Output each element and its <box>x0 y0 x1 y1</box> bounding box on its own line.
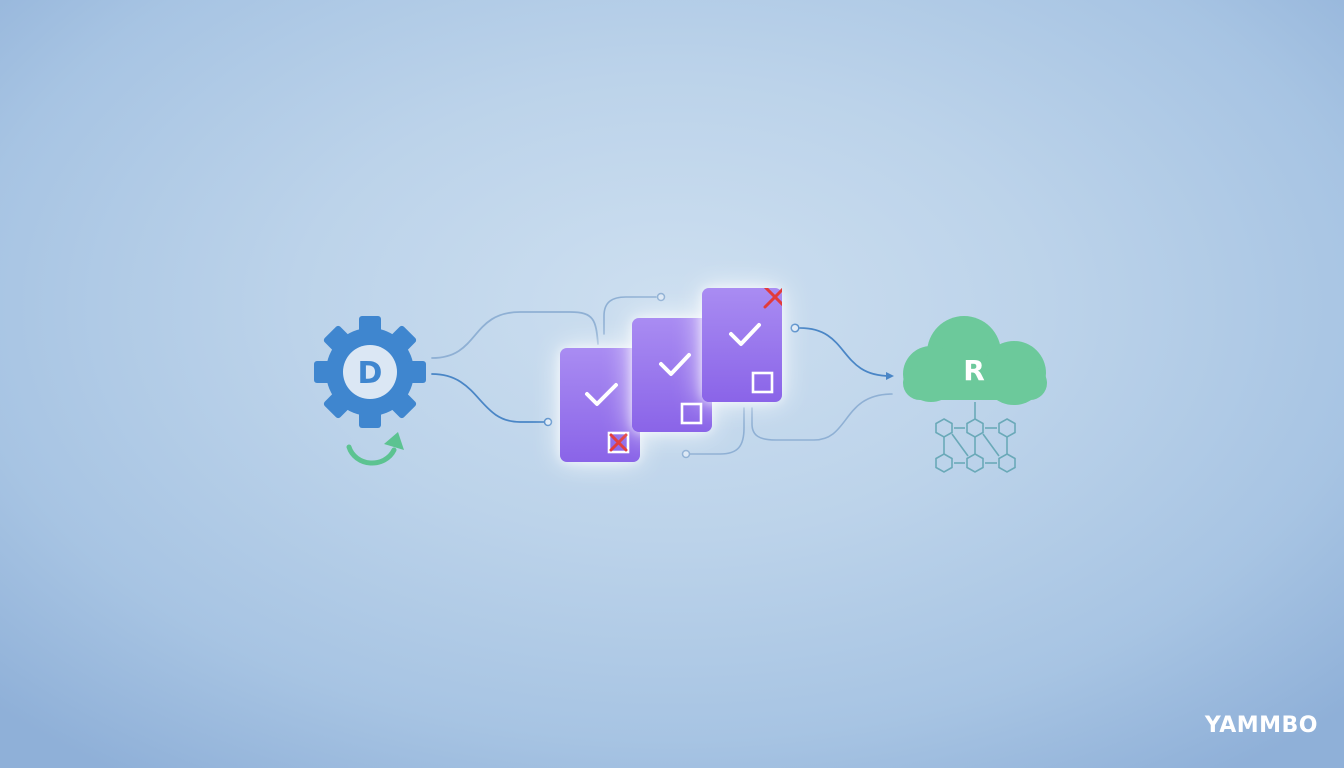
brand-logo: YAMMBO <box>1204 713 1318 738</box>
reject-x-icon <box>763 288 782 309</box>
connector-to-cloud <box>799 327 891 377</box>
checklist-card-3 <box>702 288 782 402</box>
connector-node <box>790 323 800 333</box>
check-icon <box>659 353 691 376</box>
reject-x-icon <box>609 433 628 452</box>
checkbox-icon <box>751 371 774 394</box>
checklist-card-2 <box>632 318 712 432</box>
connector-from-cloud <box>751 393 893 441</box>
connector-node <box>681 449 691 459</box>
checklist-card-1 <box>560 348 640 462</box>
connector-gear-to-bottom <box>431 373 547 423</box>
checkbox-icon <box>607 431 630 454</box>
checkbox-icon <box>680 402 703 425</box>
gear-letter: D <box>358 356 383 391</box>
check-icon <box>729 323 761 346</box>
connector-top-node <box>603 296 657 335</box>
cloud-letter: R <box>963 354 985 387</box>
connector-bottom-node <box>689 407 745 455</box>
connector-node <box>543 417 553 427</box>
connector-node <box>656 292 666 302</box>
check-icon <box>585 383 618 406</box>
connector-gear-to-top <box>431 311 599 359</box>
